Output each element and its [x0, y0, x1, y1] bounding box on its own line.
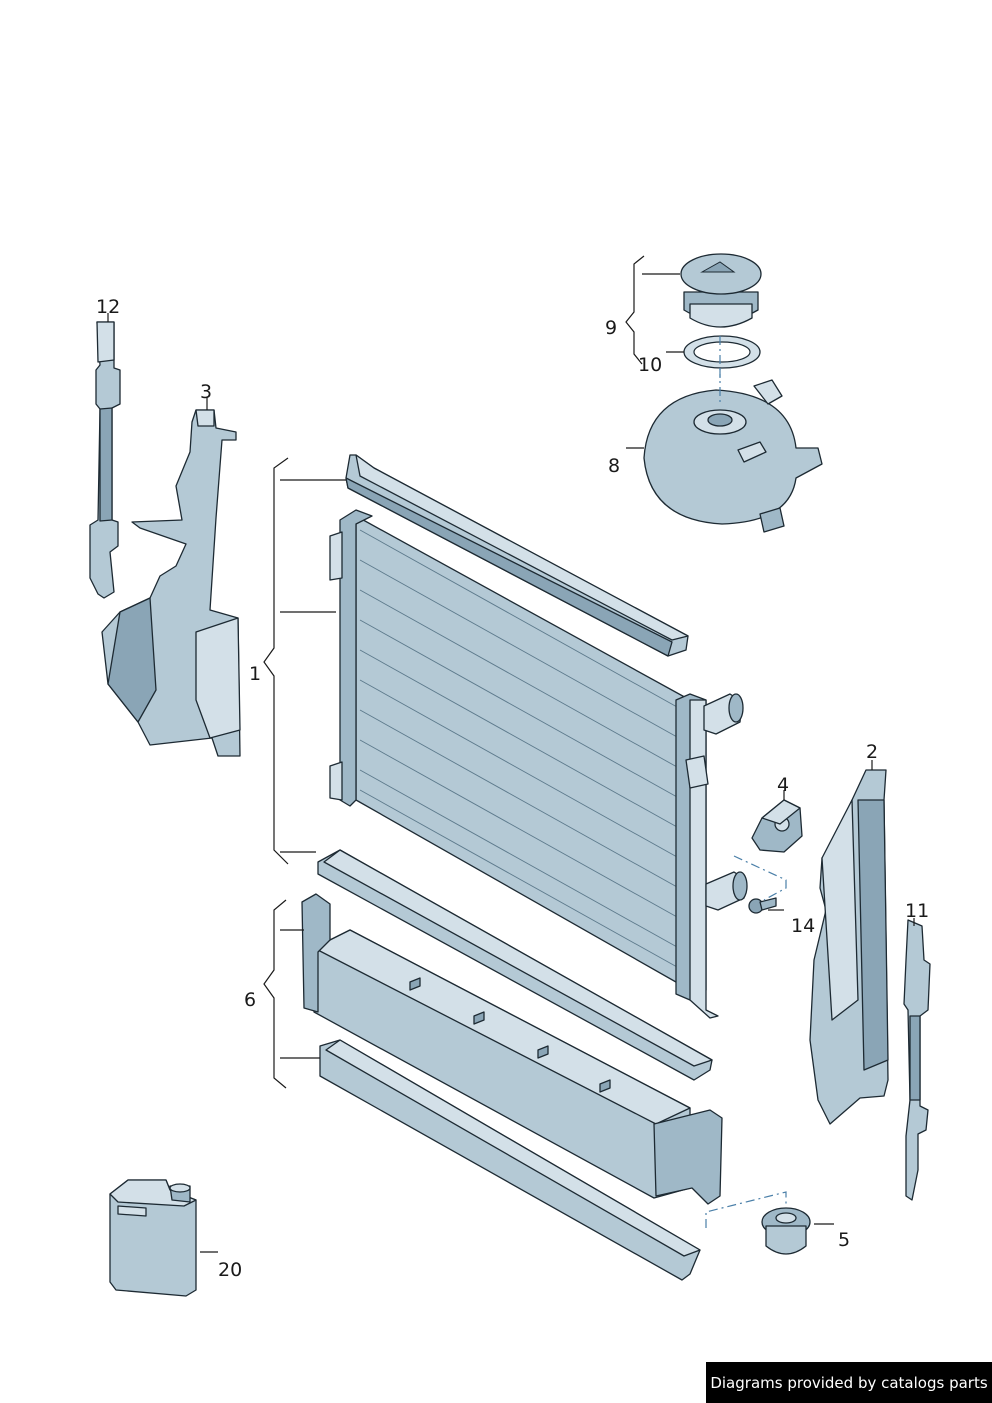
label-part-11: 11: [905, 900, 929, 922]
label-part-9: 9: [605, 317, 617, 339]
part-3-air-duct-left[interactable]: [101, 409, 241, 757]
part-12-air-guide-strip[interactable]: [89, 321, 121, 599]
brace-part-6: [263, 899, 320, 1089]
part-10-seal-ring[interactable]: [683, 335, 761, 369]
part-1-radiator[interactable]: [329, 509, 748, 1019]
part-14-screw[interactable]: [748, 897, 777, 914]
label-part-3: 3: [200, 381, 212, 403]
part-6-charge-air-cooler[interactable]: [301, 893, 723, 1205]
label-part-8: 8: [608, 455, 620, 477]
label-part-6: 6: [244, 989, 256, 1011]
part-2-air-duct-right[interactable]: [809, 769, 889, 1125]
label-part-12: 12: [96, 296, 120, 318]
part-11-air-guide-strip[interactable]: [903, 919, 931, 1201]
label-part-5: 5: [838, 1229, 850, 1251]
label-part-14: 14: [791, 915, 815, 937]
label-part-4: 4: [777, 774, 789, 796]
bottom-seal-strip[interactable]: [319, 1039, 701, 1281]
brace-part-1: [263, 457, 346, 865]
credit-banner: Diagrams provided by catalogs parts: [706, 1362, 992, 1403]
label-part-2: 2: [866, 741, 878, 763]
part-5-rubber-mount[interactable]: [761, 1207, 811, 1255]
upper-seal-strip[interactable]: [345, 454, 689, 657]
part-9-filler-cap[interactable]: [680, 253, 762, 328]
lower-seal-strip[interactable]: [317, 849, 713, 1081]
label-part-10: 10: [638, 354, 662, 376]
label-part-20: 20: [218, 1259, 242, 1281]
label-part-1: 1: [249, 663, 261, 685]
leader-lines: [107, 313, 915, 1253]
credit-text: Diagrams provided by catalogs parts: [710, 1373, 988, 1392]
radiator-fins: [359, 529, 687, 973]
brace-part-9: [625, 255, 684, 365]
arrow-marking-icon: [700, 261, 736, 273]
part-8-expansion-tank[interactable]: [643, 379, 823, 533]
part-20-coolant-bottle[interactable]: [109, 1179, 197, 1297]
assembly-lines: [705, 336, 787, 1228]
part-4-mounting-bracket[interactable]: [751, 799, 803, 853]
